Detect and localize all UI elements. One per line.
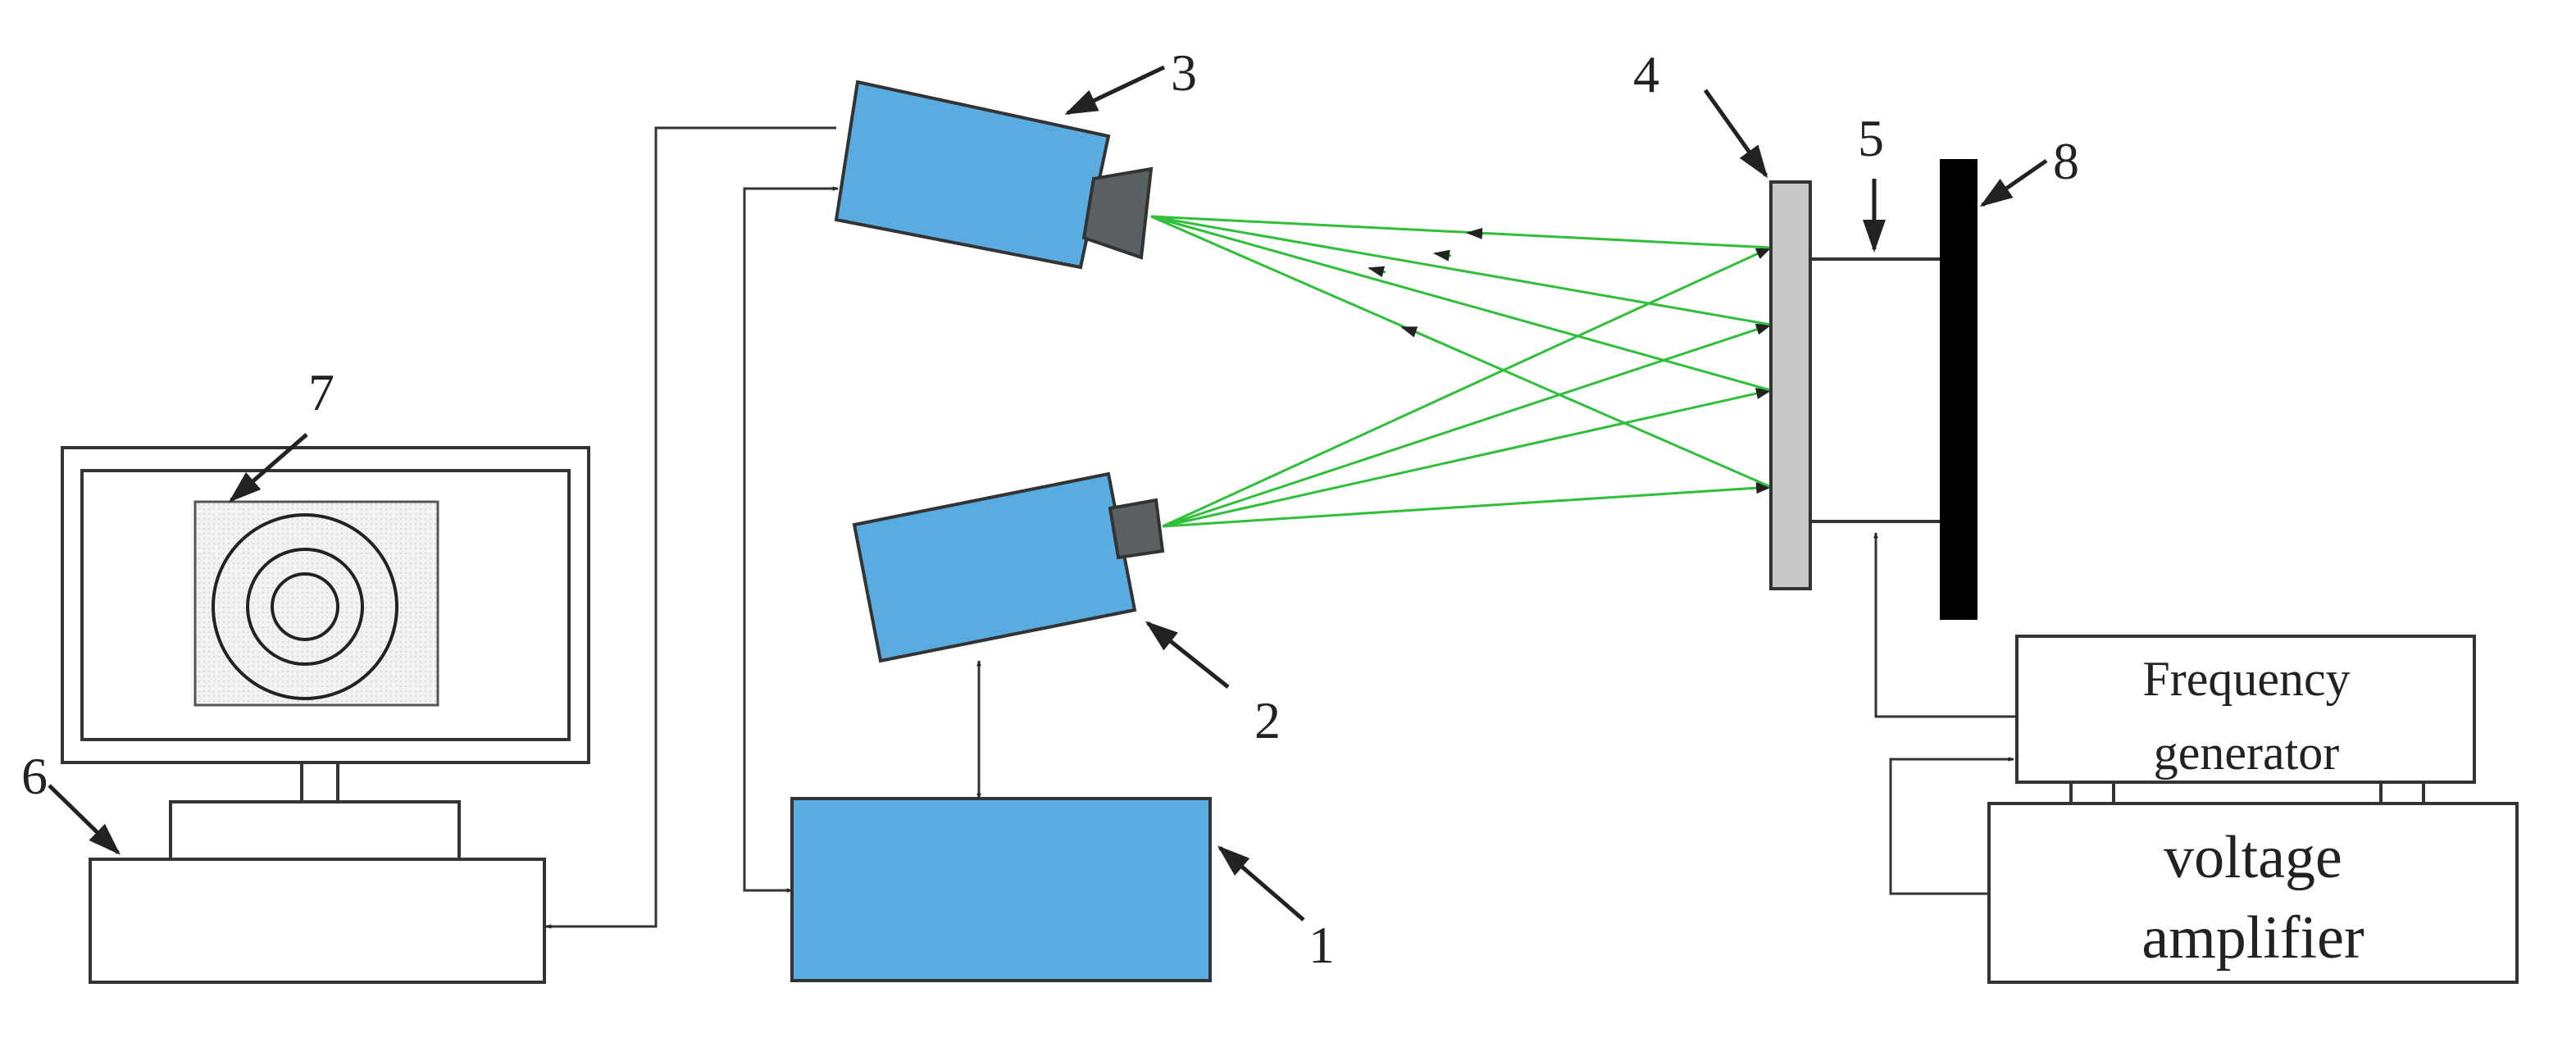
voltage-amplifier-label-2: amplifier xyxy=(2141,904,2364,972)
label-8: 8 xyxy=(2053,132,2079,190)
connector-left xyxy=(2069,781,2115,805)
frequency-generator-label-2: generator xyxy=(2154,726,2340,780)
callout-arrow-2 xyxy=(1145,621,1230,689)
voltage-amplifier: voltage amplifier xyxy=(1987,802,2519,984)
fringe-pattern-image xyxy=(193,500,439,707)
camera-3 xyxy=(834,80,1154,270)
camera-2-lens xyxy=(1108,498,1165,560)
monitor-neck xyxy=(300,761,339,803)
test-plate xyxy=(1769,180,1812,590)
connector-right xyxy=(2379,781,2425,805)
label-6: 6 xyxy=(21,747,48,805)
camera-2 xyxy=(852,471,1165,663)
label-3: 3 xyxy=(1171,43,1197,102)
label-5: 5 xyxy=(1858,109,1884,167)
frequency-generator-label-1: Frequency xyxy=(2142,652,2350,706)
callout-arrow-3 xyxy=(1064,65,1166,116)
callout-arrow-4 xyxy=(1703,89,1768,179)
voltage-amplifier-label-1: voltage xyxy=(2164,824,2342,891)
callout-arrow-6 xyxy=(48,784,121,855)
frequency-generator: Frequency generator xyxy=(2015,635,2476,784)
connection-lines xyxy=(545,126,2017,929)
controller-to-camera-line xyxy=(743,186,839,892)
computer-base xyxy=(89,858,546,984)
camera-to-computer-line xyxy=(545,126,836,929)
laser-controller-device xyxy=(790,797,1212,982)
generator-to-shaker-line xyxy=(1873,532,2017,718)
callout-arrow-8 xyxy=(1979,158,2048,207)
callout-arrows xyxy=(48,65,2048,922)
label-7: 7 xyxy=(308,363,335,421)
shaker-base xyxy=(1940,159,1978,620)
label-1: 1 xyxy=(1308,916,1335,974)
callout-arrow-7 xyxy=(228,433,308,503)
amplifier-to-generator-line xyxy=(1889,757,2014,895)
monitor-stand xyxy=(169,800,461,861)
laser-beams xyxy=(1150,215,1773,528)
label-4: 4 xyxy=(1633,45,1659,103)
callout-arrow-1 xyxy=(1217,845,1305,922)
label-2: 2 xyxy=(1254,691,1281,749)
camera-3-lens xyxy=(1081,166,1154,260)
